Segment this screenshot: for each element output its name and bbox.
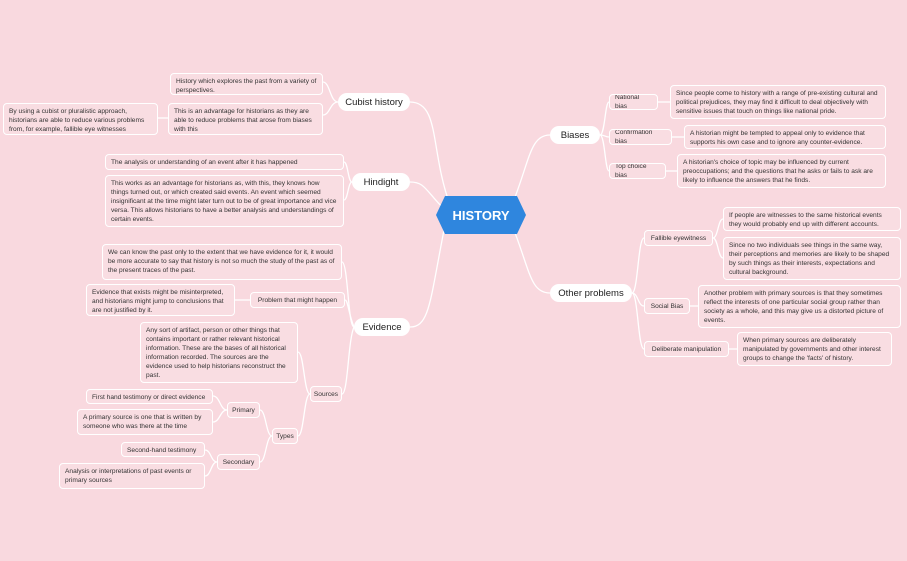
top-choice-bias-detail[interactable]: A historian's choice of topic may be inf… [677,154,886,188]
confirmation-bias-label[interactable]: Confirmation bias [609,129,672,145]
cubist-definition[interactable]: History which explores the past from a v… [170,73,323,95]
national-bias-label[interactable]: National bias [609,94,658,110]
top-choice-bias-label[interactable]: Top choice bias [609,163,666,179]
evidence-definition[interactable]: We can know the past only to the extent … [102,244,342,280]
primary-detail-2[interactable]: A primary source is one that is written … [77,409,213,435]
secondary-label[interactable]: Secondary [217,454,260,470]
social-bias-label[interactable]: Social Bias [644,298,690,314]
hindsight-advantage[interactable]: This works as an advantage for historian… [105,175,344,227]
cubist-advantage[interactable]: This is an advantage for historians as t… [168,103,323,135]
hindsight-definition[interactable]: The analysis or understanding of an even… [105,154,344,170]
branch-cubist-history[interactable]: Cubist history [338,93,410,111]
evidence-problem-label[interactable]: Problem that might happen [250,292,345,308]
deliberate-manipulation-detail[interactable]: When primary sources are deliberately ma… [737,332,892,366]
fallible-eyewitness-detail-2[interactable]: Since no two individuals see things in t… [723,237,901,280]
cubist-detail[interactable]: By using a cubist or pluralistic approac… [3,103,158,135]
branch-evidence[interactable]: Evidence [354,318,410,336]
sources-label[interactable]: Sources [310,386,342,402]
evidence-problem[interactable]: Evidence that exists might be misinterpr… [86,284,235,316]
national-bias-detail[interactable]: Since people come to history with a rang… [670,85,886,119]
deliberate-manipulation-label[interactable]: Deliberate manipulation [644,341,729,357]
secondary-detail-2[interactable]: Analysis or interpretations of past even… [59,463,205,489]
primary-label[interactable]: Primary [227,402,260,418]
fallible-eyewitness-detail-1[interactable]: If people are witnesses to the same hist… [723,207,901,231]
branch-hindsight[interactable]: Hindight [352,173,410,191]
root-topic[interactable]: HISTORY [436,196,526,234]
primary-detail-1[interactable]: First hand testimony or direct evidence [86,389,213,404]
branch-other-problems[interactable]: Other problems [550,284,632,302]
secondary-detail-1[interactable]: Second-hand testimony [121,442,205,457]
branch-biases[interactable]: Biases [550,126,600,144]
social-bias-detail[interactable]: Another problem with primary sources is … [698,285,901,328]
sources-description[interactable]: Any sort of artifact, person or other th… [140,322,298,383]
confirmation-bias-detail[interactable]: A historian might be tempted to appeal o… [684,125,886,149]
fallible-eyewitness-label[interactable]: Fallible eyewitness [644,230,713,246]
types-label[interactable]: Types [272,428,298,444]
